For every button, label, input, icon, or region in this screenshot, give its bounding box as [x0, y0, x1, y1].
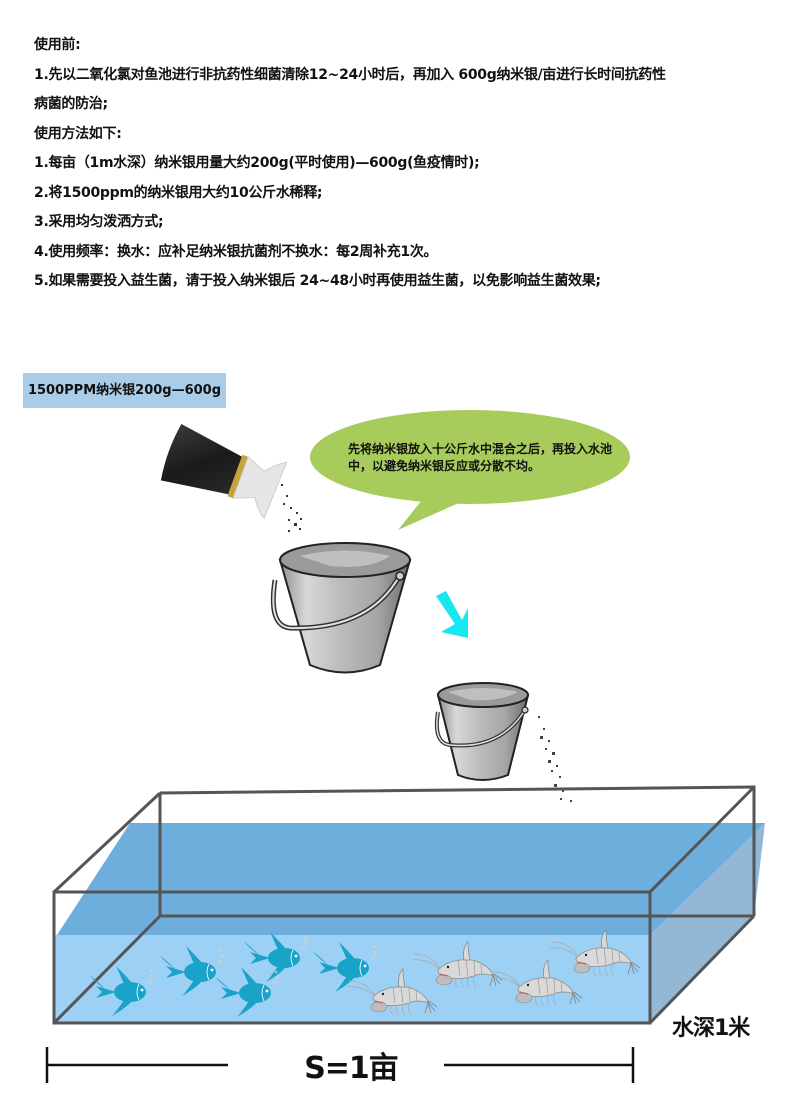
depth-label: 水深1米 — [672, 1016, 750, 1041]
small-bucket-icon — [434, 682, 530, 781]
method-heading: 使用方法如下: — [34, 125, 122, 142]
arrow-down-right-icon — [436, 591, 468, 638]
method-step-5: 5.如果需要投入益生菌，请于投入纳米银后 24~48小时再使用益生菌，以免影响益… — [34, 273, 601, 289]
area-dimension-line — [45, 1047, 635, 1083]
dose-label: 1500PPM纳米银200g—600g — [23, 373, 226, 408]
powder-particles-small — [538, 716, 572, 802]
method-step-4: 4.使用频率：换水：应补足纳米银抗菌剂不换水：每2周补充1次。 — [34, 243, 438, 260]
method-step-3: 3.采用均匀泼洒方式; — [34, 214, 164, 230]
bucket-icon — [270, 542, 412, 674]
before-use-step-1-cont: 病菌的防治; — [34, 96, 108, 112]
before-use-step-1: 1.先以二氧化氯对鱼池进行非抗药性细菌清除12~24小时后，再加入 600g纳米… — [34, 66, 666, 83]
instructions-block: 使用前: 1.先以二氧化氯对鱼池进行非抗药性细菌清除12~24小时后，再加入 6… — [34, 36, 774, 302]
bottle-icon — [160, 424, 288, 519]
area-label: S=1亩 — [304, 1051, 399, 1086]
speech-bubble — [310, 410, 630, 530]
method-step-1: 1.每亩（1m水深）纳米银用量大约200g(平时使用)—600g(鱼疫情时); — [34, 155, 480, 171]
powder-particles — [281, 484, 302, 532]
before-use-heading: 使用前: — [34, 37, 81, 53]
speech-bubble-text: 先将纳米银放入十公斤水中混合之后，再投入水池中，以避免纳米银反应或分散不均。 — [348, 442, 613, 473]
method-step-2: 2.将1500ppm的纳米银用大约10公斤水稀释; — [34, 184, 323, 201]
